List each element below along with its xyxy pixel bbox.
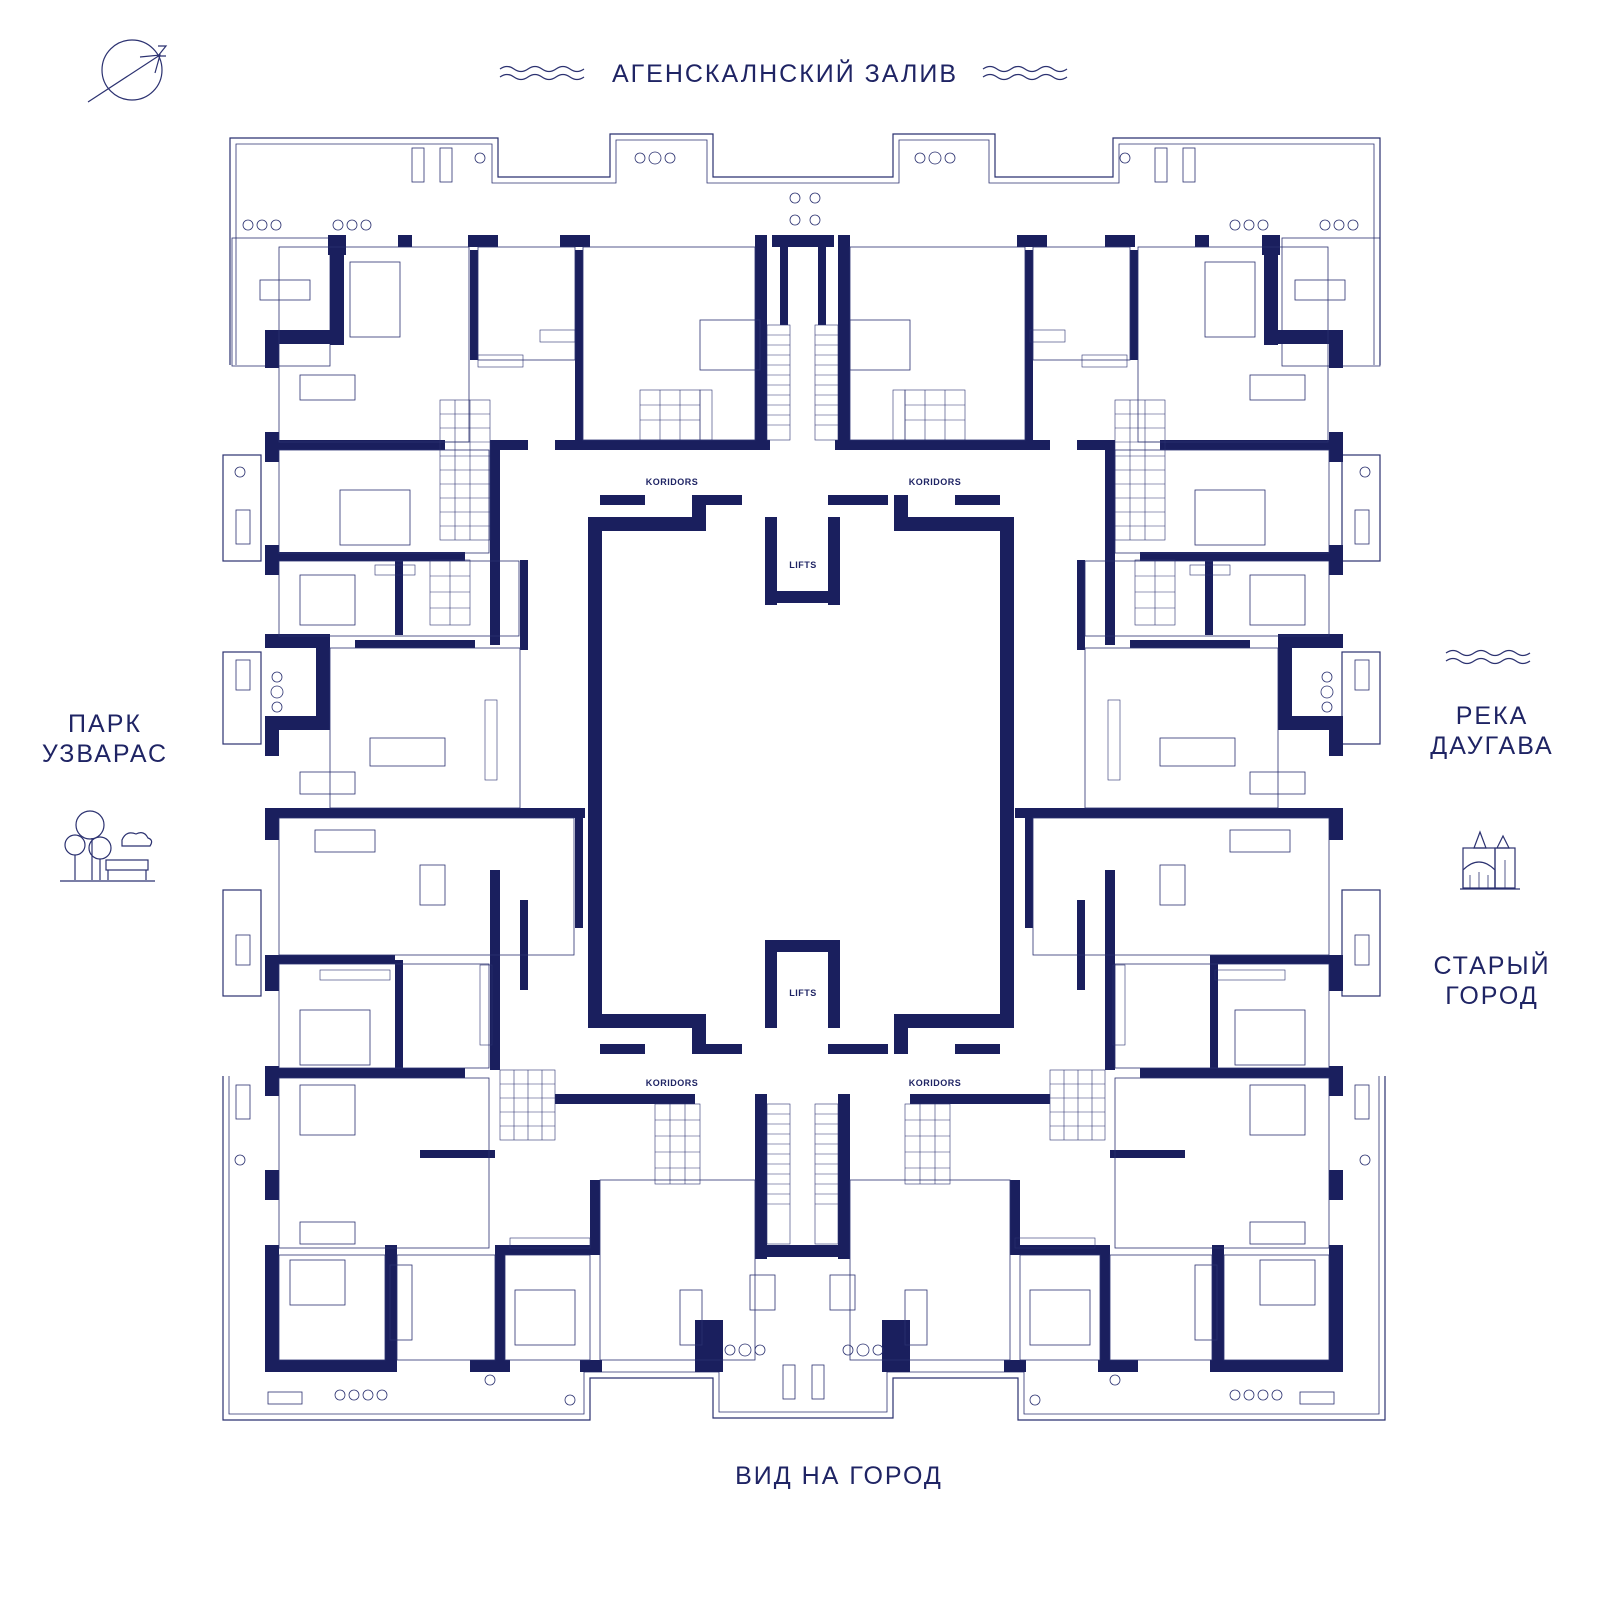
compass-north-icon [87, 39, 168, 103]
interior-walls [265, 235, 1343, 1372]
corridor-label-se: KORIDORS [909, 1078, 962, 1088]
label-east-river-line1: РЕКА [1456, 702, 1529, 730]
park-trees-bench-icon [60, 810, 155, 882]
label-north: АГЕНСКАЛНСКИЙ ЗАЛИВ [612, 58, 958, 88]
wave-icon-left [499, 65, 585, 81]
label-east-oldtown-line2: ГОРОД [1445, 982, 1539, 1010]
terraces [222, 133, 1386, 1421]
label-east-river-line2: ДАУГАВА [1430, 732, 1553, 760]
label-east-oldtown-line1: СТАРЫЙ [1433, 950, 1550, 980]
corridor-label-nw: KORIDORS [646, 477, 699, 487]
lifts-label-north: LIFTS [789, 560, 817, 570]
wave-icon-right [982, 65, 1068, 81]
exterior-walls [265, 235, 1343, 1372]
old-town-church-icon [1460, 830, 1520, 890]
corridor-label-sw: KORIDORS [646, 1078, 699, 1088]
label-south: ВИД НА ГОРОД [735, 1462, 943, 1490]
wave-icon-east [1445, 649, 1531, 665]
corridor-label-ne: KORIDORS [909, 477, 962, 487]
interior-outlines [234, 147, 1371, 1406]
lifts-label-south: LIFTS [789, 988, 817, 998]
label-west-line1: ПАРК [68, 710, 142, 738]
label-west-line2: УЗВАРАС [42, 740, 168, 768]
